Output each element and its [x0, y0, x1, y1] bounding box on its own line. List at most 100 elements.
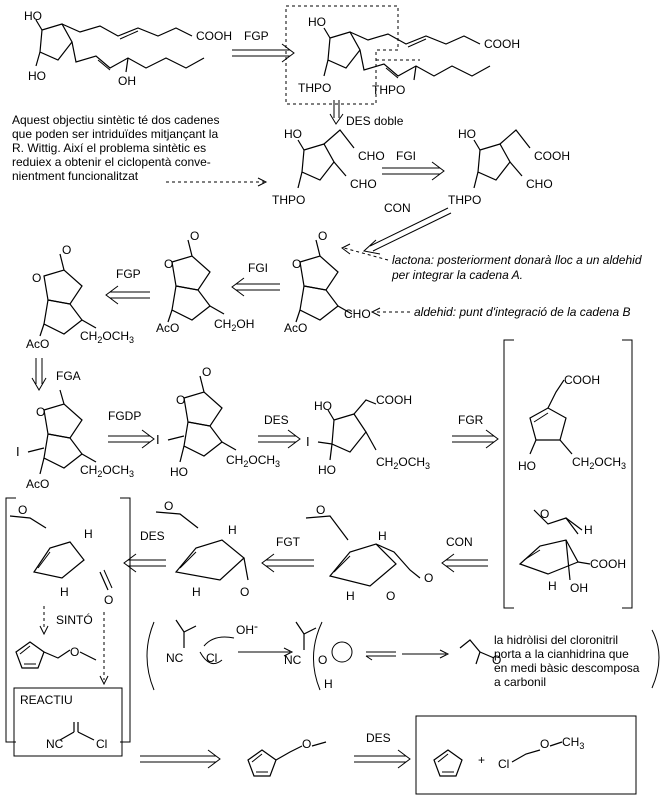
synthon-ether-o: O	[70, 645, 79, 659]
iodolactone-ch2och3-label: CH2OCH3	[80, 463, 134, 479]
reagent-box-title: REACTIU	[20, 693, 73, 707]
target-cooh-label: COOH	[196, 29, 232, 43]
hydrolysis-note-1: la hidròlisi del cloronitril	[494, 633, 618, 647]
blue-note-line-1: Aquest objectiu sintètic té dos cadenes	[12, 113, 219, 127]
final-ch3: CH3	[562, 735, 584, 751]
arrow-fgi-top: FGI	[382, 149, 445, 181]
protected-thpo-label-2: THPO	[372, 83, 405, 97]
synthon-h: H	[84, 527, 93, 541]
conformer-cooh: COOH	[590, 557, 626, 571]
bicyclic-lactone-h: H	[378, 529, 387, 543]
bracket-left-synthons: O H H O SINTÓ O REACTIU NC Cl	[5, 497, 131, 757]
dialdehyde-ho-label: HO	[284, 127, 302, 141]
acid-cho-label: CHO	[526, 177, 553, 191]
mech-carbonyl-o: O	[492, 653, 501, 667]
mech-cl: Cl	[206, 651, 217, 665]
iodolactone-ring-o: O	[36, 405, 45, 419]
acid-aldehyde-molecule: HO COOH CHO THPO	[448, 127, 570, 207]
mechanism: NC Cl OH- NC O H O la hidròlisi del clor…	[146, 619, 660, 691]
arrow-des-doble: DES doble	[329, 100, 404, 128]
norbornenone-carbonyl-o: O	[240, 585, 249, 599]
conformer-oh: OH	[570, 581, 588, 595]
blue-note-line-5: nientment funcionalitzat	[12, 169, 139, 183]
protected-thpo-label: THPO	[298, 81, 331, 95]
dialdehyde-cho-label: CHO	[358, 149, 385, 163]
arrow-fgp-mid: FGP	[105, 267, 150, 305]
lactone-aco-label: AcO	[284, 321, 307, 335]
arrow-con-low: CON	[441, 535, 488, 573]
ch2och3-ring-o: O	[32, 271, 41, 285]
acid-cooh-label: COOH	[534, 149, 570, 163]
red-note: lactona: posteriorment donarà lloc a un …	[341, 243, 642, 282]
lactone-ch2och3-molecule: O O CH2OCH3 AcO	[26, 243, 134, 351]
norbornenone-h: H	[228, 523, 237, 537]
conformer-o: O	[540, 507, 549, 521]
synthon-o: O	[18, 503, 27, 517]
hydrolysis-note-2: porta a la cianhidrina que	[494, 647, 629, 661]
label-des-low: DES	[140, 529, 165, 543]
ch2oh-ring-o: O	[164, 257, 173, 271]
reagent-cl: Cl	[96, 737, 107, 751]
target-molecule: HO HO COOH OH	[24, 9, 232, 88]
arrow-fgp-top: FGP	[232, 29, 295, 63]
mech-oh-minus: OH-	[236, 619, 258, 637]
arrow-fgi-mid: FGI	[231, 261, 280, 297]
iodolactone-iodine: I	[16, 444, 20, 459]
lactone-ch2oh-molecule: O O CH2OH AcO	[156, 229, 254, 335]
ch2och3-carbonyl-o: O	[62, 243, 71, 257]
lactone-aldehyde-molecule: O O CHO AcO	[284, 229, 371, 335]
iodo-acid-molecule: HO COOH I CH2OCH3 HO	[306, 393, 430, 477]
norbornenone-methoxy-o: O	[164, 499, 173, 513]
arrow-fgr: FGR	[452, 413, 499, 449]
blue-note-line-3: R. Wittig. Així el problema sintètic es	[12, 141, 206, 155]
label-fgdp: FGDP	[108, 409, 141, 423]
final-cl: Cl	[498, 757, 509, 771]
iodo-acid-ch2och3-label: CH2OCH3	[376, 455, 430, 471]
synthon-ketene-o: O	[104, 593, 113, 607]
red-note-line-2: per integrar la cadena A.	[391, 268, 523, 282]
protected-cooh-label: COOH	[484, 37, 520, 51]
protected-target: HO THPO COOH THPO	[285, 5, 520, 105]
label-fgi-mid: FGI	[248, 261, 268, 275]
dialdehyde-thpo-label: THPO	[272, 193, 305, 207]
conformer-h: H	[584, 523, 593, 537]
iodolactone-aco-label: AcO	[26, 477, 49, 491]
cyclopentene-acid-ho: HO	[518, 459, 536, 473]
label-des-bottom: DES	[366, 731, 391, 745]
bicyclic-lactone-h-2: H	[346, 589, 355, 603]
dialdehyde-molecule: HO CHO CHO THPO	[272, 127, 385, 207]
protected-ho-label: HO	[308, 15, 326, 29]
acid-ho-label: HO	[458, 127, 476, 141]
final-ether-o: O	[302, 737, 311, 751]
iodolactone-oh-ho-label: HO	[170, 465, 188, 479]
label-fgr: FGR	[458, 413, 484, 427]
iodo-acid-cooh-label: COOH	[376, 393, 412, 407]
label-fgp-top: FGP	[244, 29, 269, 43]
label-fgi-top: FGI	[396, 149, 416, 163]
cyclopentene-acid-ch2och3: CH2OCH3	[572, 455, 626, 471]
target-oh-label: OH	[118, 74, 136, 88]
mech-nc-2: NC	[284, 653, 302, 667]
norbornenone-h-2: H	[192, 585, 201, 599]
label-con-top: CON	[384, 201, 411, 215]
label-sinto: SINTÓ	[56, 612, 93, 627]
ch2oh-label: CH2OH	[214, 317, 254, 333]
conformer-h-2: H	[548, 579, 557, 593]
blue-note-line-4: reduiex a obtenir el ciclopentà conve-	[12, 155, 211, 169]
iodolactone-oh-ch2och3-label: CH2OCH3	[226, 453, 280, 469]
iodo-acid-ho-label-2: HO	[318, 463, 336, 477]
iodolactone-molecule: O I CH2OCH3 AcO	[16, 389, 134, 491]
hydrolysis-note-4: a carbonil	[494, 675, 546, 689]
lactone-ring-o: O	[292, 257, 301, 271]
mech-o: O	[318, 653, 327, 667]
target-ho-label-2: HO	[28, 69, 46, 83]
ch2oh-carbonyl-o: O	[190, 229, 199, 243]
norbornenone-molecule: O O H H	[155, 499, 249, 599]
arrow-fgt: FGT	[261, 535, 314, 573]
bracket-right-pair: COOH CH2OCH3 HO O H COOH OH H	[503, 339, 633, 609]
mech-h: H	[324, 677, 333, 691]
plus-sign: +	[478, 753, 485, 767]
label-con-low: CON	[446, 535, 473, 549]
iodolactone-oh-ring-o: O	[176, 393, 185, 407]
acid-thpo-label: THPO	[448, 193, 481, 207]
